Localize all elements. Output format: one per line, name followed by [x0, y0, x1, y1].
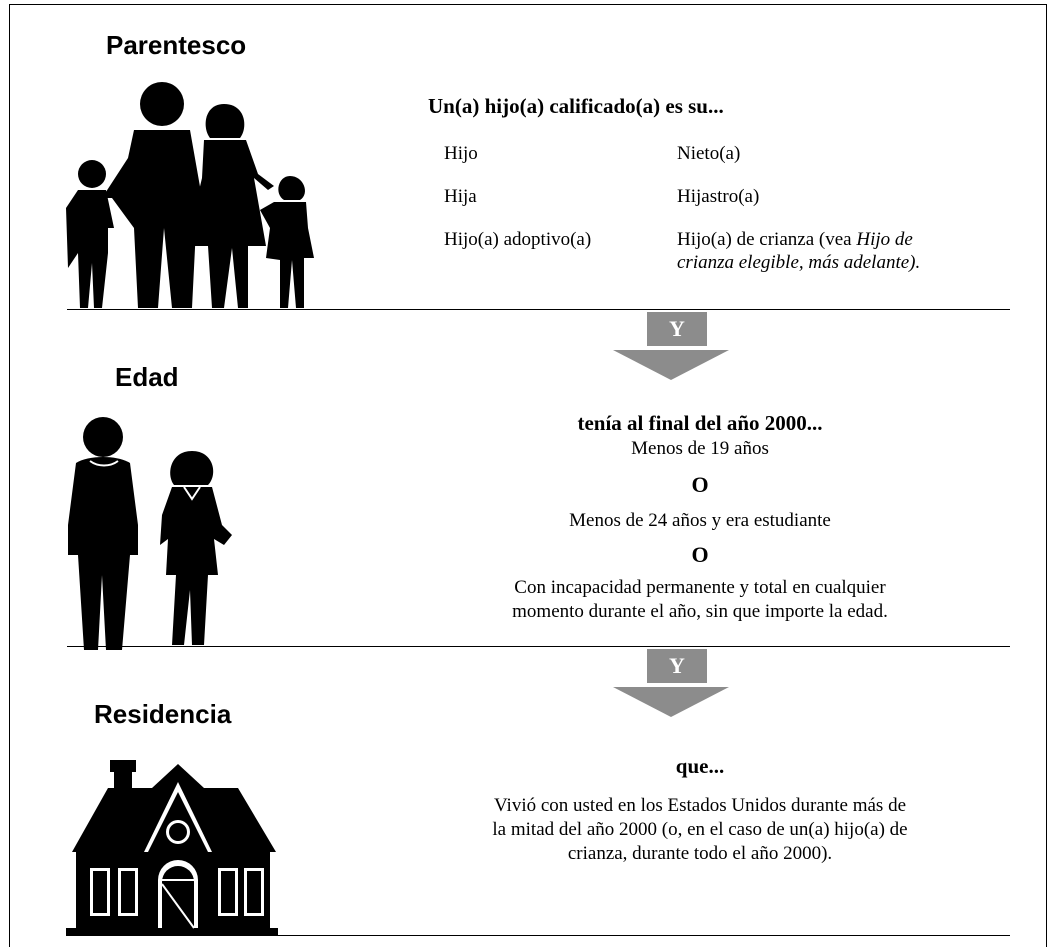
section-title-parentesco: Parentesco: [106, 30, 247, 60]
parentesco-heading: Un(a) hijo(a) calificado(a) es su...: [428, 94, 724, 118]
edad-heading: tenía al final del año 2000...: [577, 411, 823, 435]
page-frame: [9, 4, 1047, 947]
edad-cond-1: Menos de 19 años: [631, 438, 769, 459]
residencia-line-1: Vivió con usted en los Estados Unidos du…: [493, 795, 907, 816]
divider-1: [67, 309, 1010, 310]
section-title-edad: Edad: [115, 362, 179, 392]
down-arrow-icon: [613, 687, 729, 717]
down-arrow-icon: [613, 350, 729, 380]
edad-or-1: O: [691, 472, 709, 497]
edad-cond-2: Menos de 24 años y era estudiante: [569, 510, 831, 531]
residencia-heading: que...: [675, 754, 725, 778]
relation-nieto: Nieto(a): [677, 143, 741, 164]
residencia-line-2: la mitad del año 2000 (o, en el caso de …: [492, 819, 908, 840]
two-children-icon: [68, 417, 232, 650]
edad-cond-3-line-1: Con incapacidad permanente y total en cu…: [514, 577, 886, 598]
divider-3: [67, 935, 1010, 936]
relation-hija: Hija: [444, 186, 477, 207]
edad-or-2: O: [691, 542, 709, 567]
and-label-1: Y: [647, 312, 707, 346]
crianza-italic-2: crianza elegible, más adelante).: [677, 251, 921, 273]
and-connector-2: Y: [613, 649, 729, 719]
divider-2: [67, 646, 1010, 647]
and-connector-1: Y: [613, 312, 729, 382]
family-icon: [66, 82, 314, 308]
house-icon: [66, 760, 278, 936]
relation-hijastro: Hijastro(a): [677, 186, 760, 207]
crianza-prefix: Hijo(a) de crianza (vea: [677, 229, 857, 250]
relation-hijo: Hijo: [444, 143, 478, 164]
and-label-2: Y: [647, 649, 707, 683]
relation-crianza: Hijo(a) de crianza (vea Hijo de crianza …: [677, 229, 920, 275]
crianza-italic-1: Hijo de: [856, 229, 913, 250]
residencia-line-3: crianza, durante todo el año 2000).: [567, 843, 833, 864]
section-title-residencia: Residencia: [94, 699, 232, 729]
relation-adoptivo: Hijo(a) adoptivo(a): [444, 229, 592, 250]
edad-cond-3-line-2: momento durante el año, sin que importe …: [512, 601, 888, 622]
